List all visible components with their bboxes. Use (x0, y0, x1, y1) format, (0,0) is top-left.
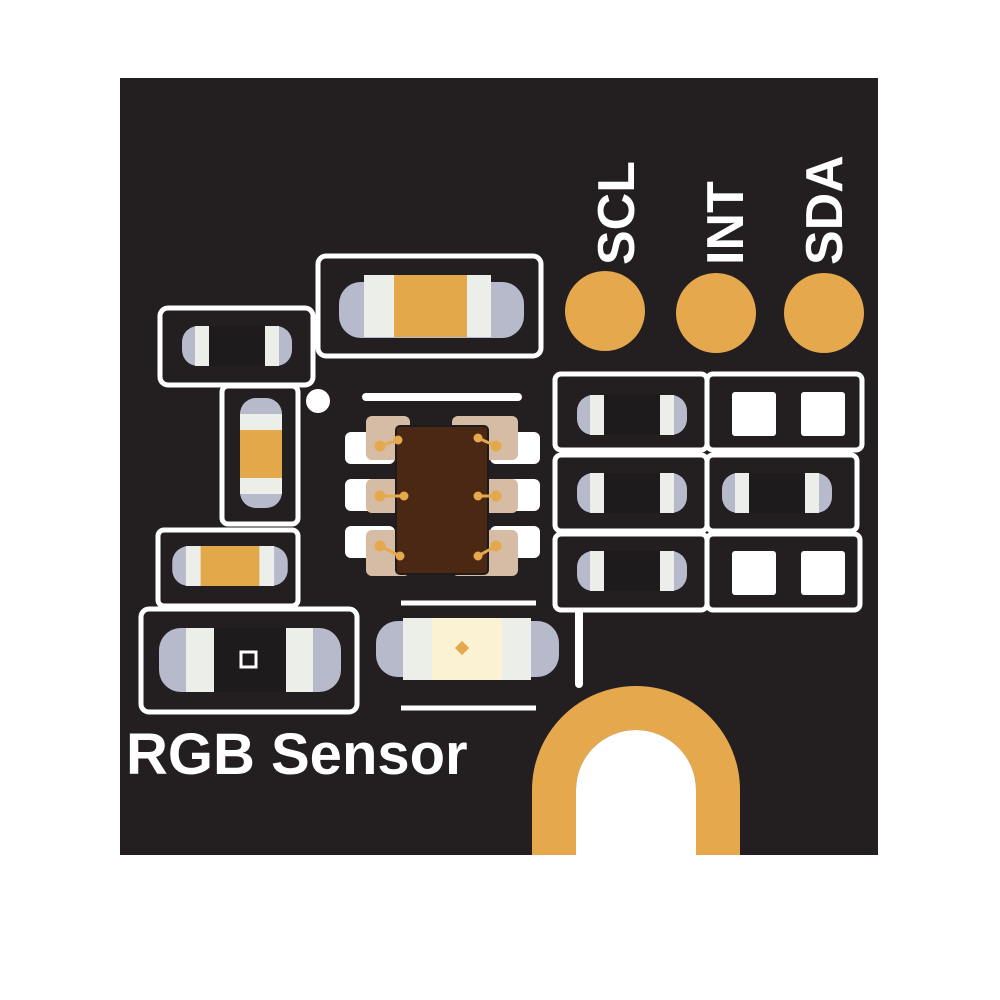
pin-label-scl: SCL (588, 161, 646, 265)
pin1-marker (306, 389, 330, 413)
sensor-ic-icon (345, 416, 540, 576)
mounting-slot-icon (532, 686, 740, 855)
resistor-r4 (722, 473, 832, 513)
pin-pad-sda (784, 273, 864, 353)
pin-pad-int (676, 273, 756, 353)
resistor-grid (552, 371, 865, 613)
capacitor-top (315, 253, 544, 359)
capacitor-bottom-left (155, 527, 301, 609)
capacitor-vertical (219, 383, 301, 527)
pin-label-int: INT (697, 181, 755, 265)
pin-label-sda: SDA (796, 155, 854, 265)
led-icon (376, 618, 559, 680)
resistor-r3 (577, 551, 687, 591)
board-title: RGB Sensor (126, 722, 468, 787)
photodiode-icon (138, 606, 360, 715)
resistor-r2 (577, 473, 687, 513)
pin-pad-scl (565, 271, 645, 351)
jumper-pads-bottom (732, 551, 845, 595)
jumper-pads-top (732, 392, 845, 436)
resistor-r1 (577, 395, 687, 435)
